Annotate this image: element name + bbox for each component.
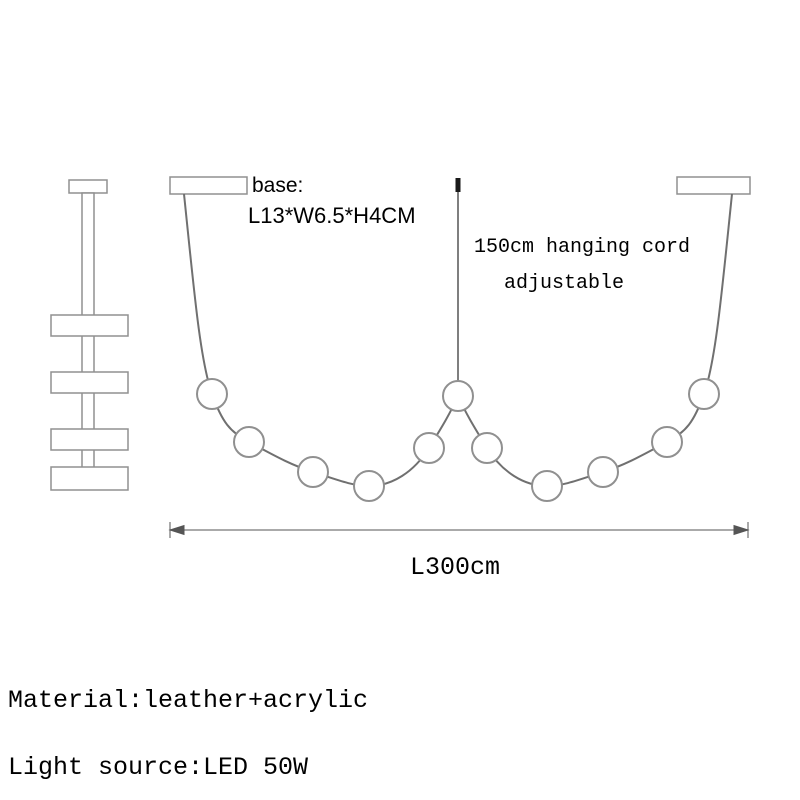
lamp-bead (531, 470, 563, 502)
side-view-canopy (68, 179, 108, 194)
lamp-bead (353, 470, 385, 502)
length-dimension-label: L300cm (410, 553, 500, 582)
ceiling-base-left (169, 176, 248, 195)
lamp-bead (297, 456, 329, 488)
lamp-bead-center (442, 380, 474, 412)
cord-note-line1: 150cm hanging cord (474, 236, 690, 259)
lamp-beads (196, 378, 720, 502)
base-dimensions-label: L13*W6.5*H4CM (248, 203, 416, 228)
lamp-bead (196, 378, 228, 410)
side-view-disc (50, 371, 129, 394)
lamp-bead (471, 432, 503, 464)
base-label: base: (252, 174, 303, 197)
ceiling-bases (169, 176, 751, 195)
dimension-line-group (168, 522, 750, 538)
ceiling-base-right (676, 176, 751, 195)
lamp-bead (688, 378, 720, 410)
dimension-arrow-left (168, 524, 185, 536)
dimension-arrow-right (733, 524, 750, 536)
lamp-bead (413, 432, 445, 464)
side-view-disc (50, 428, 129, 451)
lamp-bead (587, 456, 619, 488)
side-view-lamp (50, 179, 129, 491)
lamp-bead (651, 426, 683, 458)
light-source-spec: Light source:LED 50W (8, 753, 308, 782)
side-view-disc (50, 466, 129, 491)
lamp-bead (233, 426, 265, 458)
material-spec: Material:leather+acrylic (8, 686, 368, 715)
side-view-disc (50, 314, 129, 337)
cord-note-line2: adjustable (504, 272, 624, 295)
